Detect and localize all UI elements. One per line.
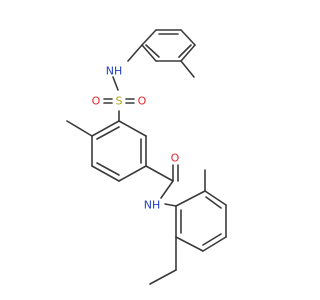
bond (127, 44, 143, 62)
bond (141, 29, 157, 46)
bond (180, 44, 196, 62)
bond (118, 165, 147, 182)
bond (112, 76, 119, 91)
bond (96, 126, 120, 140)
sulfonyl-s-label: S (116, 95, 123, 108)
bond (160, 180, 174, 199)
bond (145, 44, 160, 58)
bond (141, 44, 157, 62)
atom-label-layer: NH S O O O NH (92, 65, 180, 212)
bond-layer (66, 29, 227, 285)
sulfonamide-nh-label: NH (106, 65, 123, 78)
bond (178, 44, 192, 58)
bond (180, 60, 195, 78)
bond (145, 165, 174, 182)
bond (91, 165, 120, 182)
bond (202, 236, 227, 252)
sulfonyl-o-left-label: O (92, 95, 101, 108)
amide-nh-label: NH (144, 199, 161, 212)
carbonyl-o-label: O (171, 152, 180, 165)
chemical-structure-diagram: NH S O O O NH (66, 29, 227, 285)
sulfonyl-o-right-label: O (138, 95, 147, 108)
bond (204, 190, 227, 206)
bond (149, 269, 177, 285)
bond (118, 120, 147, 137)
bond (175, 236, 204, 252)
bond (96, 162, 120, 176)
bond (175, 190, 206, 207)
bond (180, 29, 196, 46)
bond (202, 233, 222, 246)
bond (66, 120, 93, 137)
bond (205, 196, 222, 209)
bond (91, 120, 120, 137)
bond (164, 203, 177, 207)
